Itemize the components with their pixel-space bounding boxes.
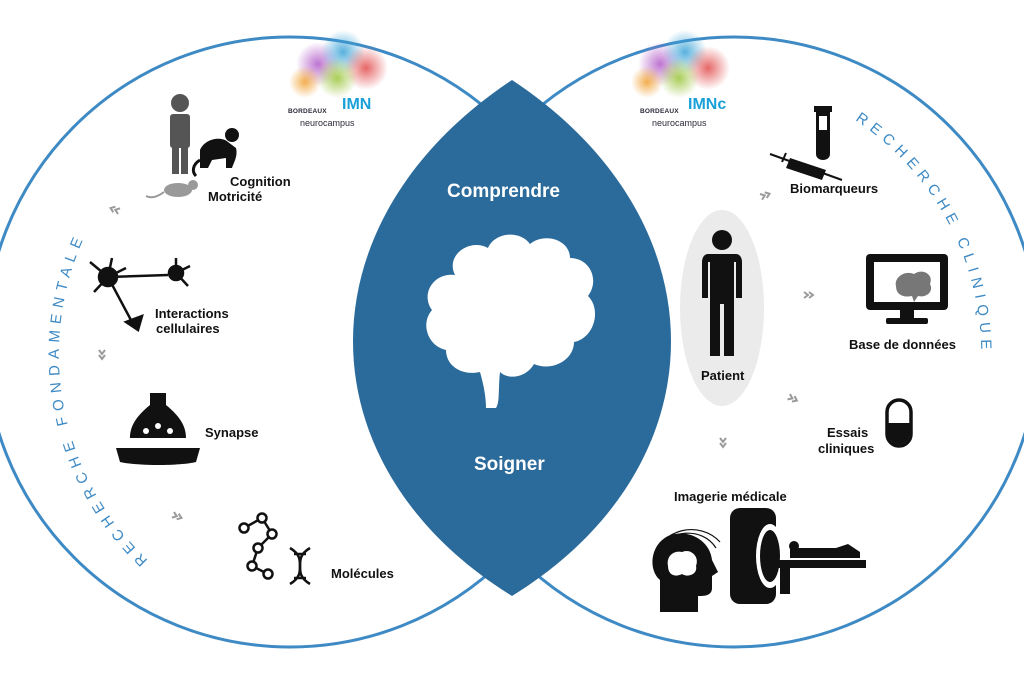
human-figure-icon <box>170 94 190 174</box>
label-imagerie-medicale: Imagerie médicale <box>674 489 787 504</box>
patient-figure-icon <box>702 230 742 356</box>
label-biomarqueurs: Biomarqueurs <box>790 181 879 196</box>
test-tube-icon <box>814 106 832 160</box>
label-motricite: Motricité <box>208 189 263 204</box>
rat-icon <box>145 180 198 199</box>
label-cognition: Cognition <box>230 174 291 189</box>
patient-background <box>680 210 764 406</box>
monkey-icon <box>191 128 239 178</box>
label-patient: Patient <box>701 368 745 383</box>
imnc-logo-name: IMNc <box>688 96 727 113</box>
brain-icon <box>426 234 596 408</box>
label-cellulaires: cellulaires <box>156 321 220 336</box>
center-label-comprendre: Comprendre <box>447 181 560 202</box>
arrow-patient-base <box>803 291 814 299</box>
label-interactions: Interactions <box>155 306 229 321</box>
label-molecules: Molécules <box>331 566 394 581</box>
label-cliniques: cliniques <box>818 441 875 456</box>
arrow-interactions-synapse <box>98 349 106 360</box>
mri-scanner-icon <box>730 508 866 604</box>
molecule-icon <box>238 512 278 580</box>
label-essais: Essais <box>827 425 869 440</box>
label-synapse: Synapse <box>205 425 259 440</box>
imn-logo-graphic <box>289 30 388 98</box>
head-profile-icon <box>652 529 721 612</box>
arrow-patient-imagerie <box>719 437 727 448</box>
synapse-icon <box>116 393 200 465</box>
imnc-logo-graphic <box>631 30 730 98</box>
center-label-soigner: Soigner <box>474 454 545 475</box>
capsule-icon <box>885 398 913 448</box>
imnc-logo-small-text: BORDEAUX <box>640 108 679 115</box>
left-arc-title: RECHERCHE FONDAMENTALE <box>46 230 151 570</box>
neuron-icon <box>89 257 191 332</box>
monitor-icon <box>866 254 948 324</box>
dna-icon <box>289 546 311 586</box>
label-base-de-donnees: Base de données <box>849 337 956 352</box>
imnc-logo-campus-text: neurocampus <box>652 118 707 128</box>
imn-logo-campus-text: neurocampus <box>300 118 355 128</box>
arrow-patient-essais <box>786 393 800 405</box>
arrow-patient-biomarqueurs <box>759 189 772 201</box>
arrow-cognition-interactions <box>108 204 122 215</box>
arrow-synapse-molecules <box>170 511 184 522</box>
imn-logo-name: IMN <box>342 96 372 113</box>
syringe-icon <box>769 152 843 181</box>
imn-logo-small-text: BORDEAUX <box>288 108 327 115</box>
